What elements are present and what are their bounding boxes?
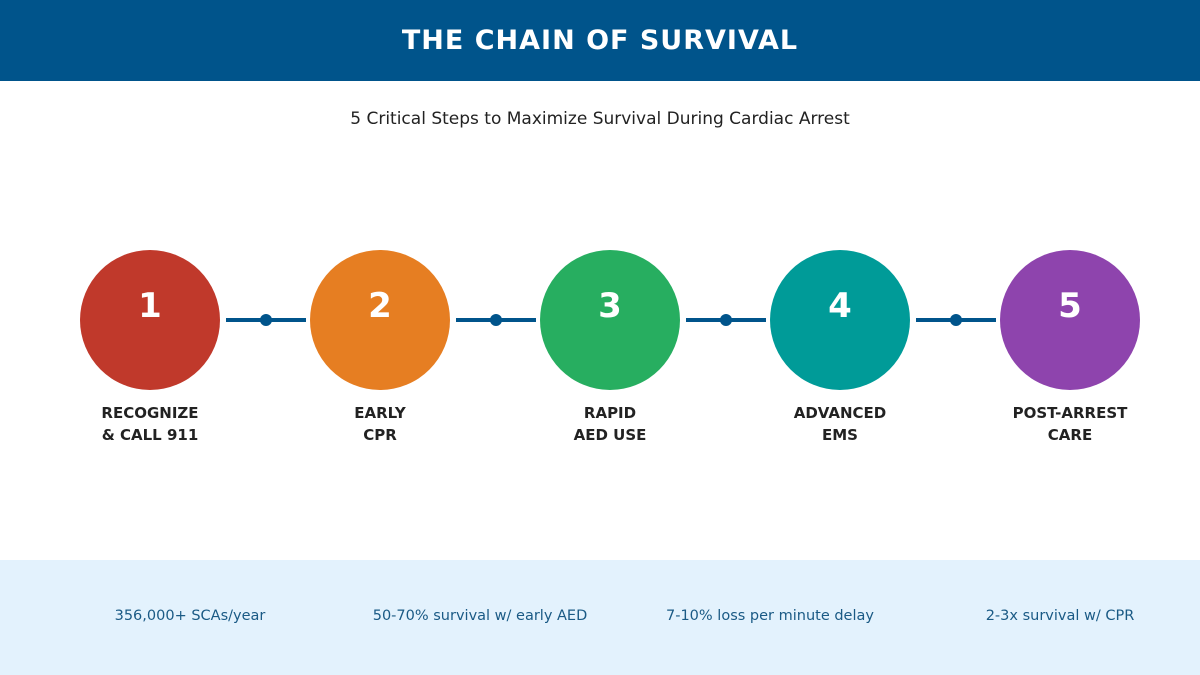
step-number: 4 bbox=[828, 286, 852, 326]
step-number: 1 bbox=[138, 286, 162, 326]
chain-connector bbox=[916, 314, 996, 326]
step-4: 4 ADVANCED EMS bbox=[740, 250, 940, 446]
step-label-line1: RAPID bbox=[583, 404, 637, 422]
step-label: ADVANCED EMS bbox=[740, 402, 940, 446]
page-title: THE CHAIN OF SURVIVAL bbox=[401, 25, 799, 56]
step-label-line2: CPR bbox=[363, 426, 397, 444]
stat-item: 50-70% survival w/ early AED bbox=[372, 608, 588, 624]
step-label-line1: EARLY bbox=[354, 404, 406, 422]
step-3: 3 RAPID AED USE bbox=[510, 250, 710, 446]
step-label: EARLY CPR bbox=[280, 402, 480, 446]
step-label-line2: AED USE bbox=[573, 426, 647, 444]
step-label-line2: & CALL 911 bbox=[101, 426, 199, 444]
stat-item: 356,000+ SCAs/year bbox=[114, 608, 266, 624]
chain-connector bbox=[226, 314, 306, 326]
stats-footer: 356,000+ SCAs/year 50-70% survival w/ ea… bbox=[0, 560, 1200, 675]
step-label-line1: RECOGNIZE bbox=[101, 404, 199, 422]
link-dot-icon bbox=[260, 314, 272, 326]
step-number: 3 bbox=[598, 286, 622, 326]
step-circle: 2 bbox=[310, 250, 450, 390]
step-2: 2 EARLY CPR bbox=[280, 250, 480, 446]
step-label-line1: POST-ARREST bbox=[1012, 404, 1128, 422]
header-banner: THE CHAIN OF SURVIVAL bbox=[0, 0, 1200, 81]
step-label: POST-ARREST CARE bbox=[970, 402, 1170, 446]
chain-connector bbox=[686, 314, 766, 326]
step-label-line2: EMS bbox=[822, 426, 858, 444]
step-number: 5 bbox=[1058, 286, 1082, 326]
subtitle: 5 Critical Steps to Maximize Survival Du… bbox=[350, 109, 850, 129]
step-label-line1: ADVANCED bbox=[793, 404, 887, 422]
chain-connector bbox=[456, 314, 536, 326]
step-circle: 3 bbox=[540, 250, 680, 390]
step-number: 2 bbox=[368, 286, 392, 326]
link-dot-icon bbox=[720, 314, 732, 326]
step-label: RAPID AED USE bbox=[510, 402, 710, 446]
step-circle: 5 bbox=[1000, 250, 1140, 390]
step-1: 1 RECOGNIZE & CALL 911 bbox=[50, 250, 250, 446]
step-label: RECOGNIZE & CALL 911 bbox=[50, 402, 250, 446]
link-dot-icon bbox=[950, 314, 962, 326]
link-dot-icon bbox=[490, 314, 502, 326]
step-label-line2: CARE bbox=[1047, 426, 1093, 444]
stat-item: 7-10% loss per minute delay bbox=[666, 608, 874, 624]
step-circle: 1 bbox=[80, 250, 220, 390]
step-circle: 4 bbox=[770, 250, 910, 390]
step-5: 5 POST-ARREST CARE bbox=[970, 250, 1170, 446]
stat-item: 2-3x survival w/ CPR bbox=[985, 608, 1135, 624]
